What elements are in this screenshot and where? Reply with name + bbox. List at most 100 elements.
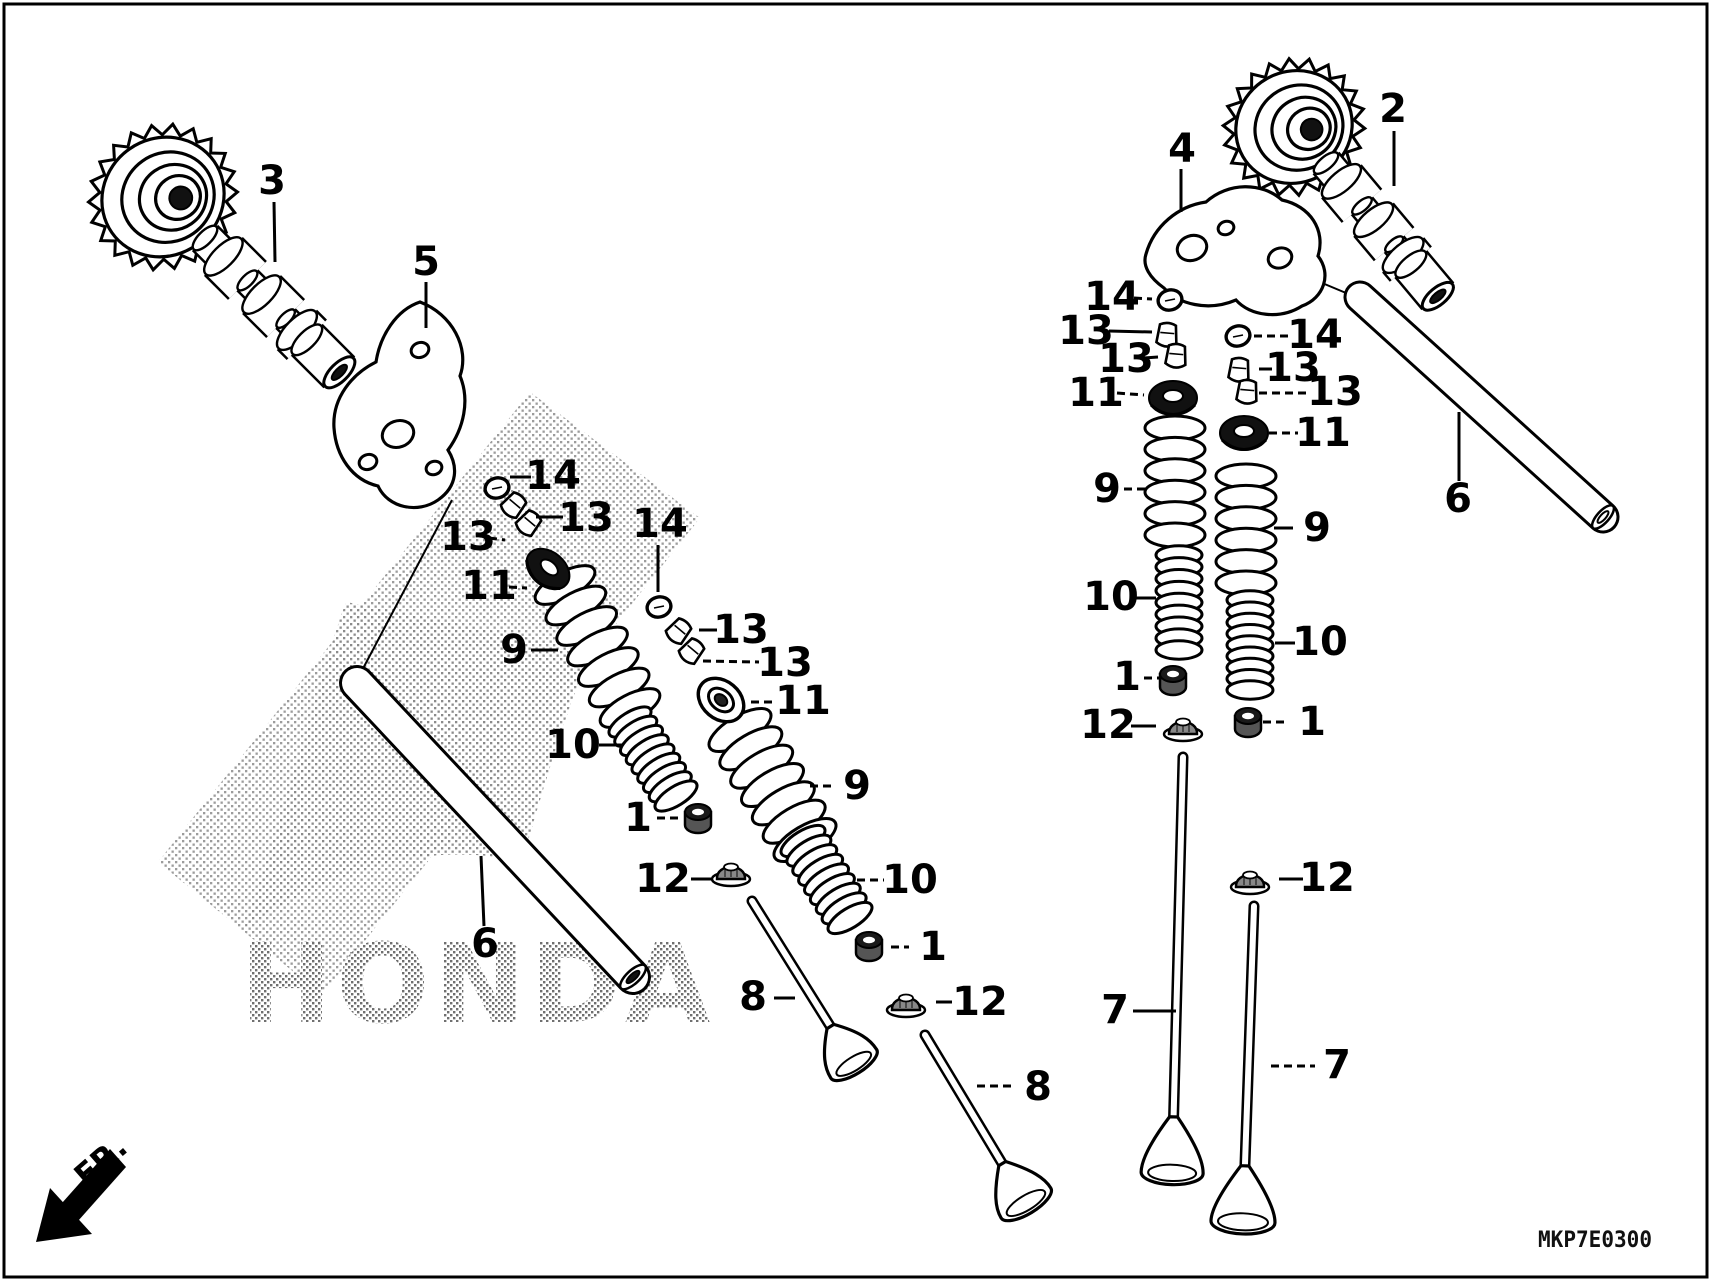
callout-number: 1 [1298,699,1326,745]
part-callout-5: 5 [412,239,440,328]
part-shape [723,862,739,872]
part-shape [1352,201,1395,239]
part-shape [241,274,282,315]
callout-number: 9 [1093,466,1121,512]
spring-retainer-ring [696,676,746,724]
callout-leader-line [479,855,486,927]
callout-number: 7 [1101,987,1129,1033]
part-shape [509,498,521,509]
parts-layer [86,56,1620,1236]
part-callout-14: 14 [510,453,581,499]
part-shape [380,419,416,449]
part-shape [1164,342,1187,369]
part-shape [822,1022,879,1083]
part-shape [514,509,543,538]
part-shape [168,185,194,211]
callout-number: 10 [1292,619,1348,665]
part-callout-12: 12 [635,856,711,902]
part-shape [664,617,693,646]
callout-number: 14 [1084,274,1140,320]
spring-retainer [525,547,571,591]
part-shape [409,340,431,360]
part-callout-14: 14 [1254,312,1343,358]
valve-spring-outer [533,564,662,729]
part-shape [236,269,259,292]
callout-number: 14 [1287,312,1343,358]
callout-leader-line [272,201,277,263]
callout-number: 3 [258,158,286,204]
part-shape [1351,196,1373,216]
part-callout-10: 10 [1083,574,1156,620]
valve-spring-inner [779,823,874,936]
callout-leader-line [1143,355,1159,360]
part-shape [713,693,729,707]
valve-lifter [854,931,884,963]
callout-number: 11 [1068,370,1124,416]
part-shape [499,491,528,520]
part-shape [1154,639,1204,661]
callout-leader-line [488,536,506,542]
part-shape [424,459,444,477]
rocker-shaft [1343,280,1620,534]
part-callout-3: 3 [258,158,286,263]
callout-number: 2 [1379,86,1407,132]
part-callout-12: 12 [936,979,1008,1025]
part-shape [1225,679,1275,701]
part-callout-13: 13 [536,495,614,541]
part-shape [290,323,324,357]
part-shape [1150,403,1196,416]
part-callout-11: 11 [1068,370,1145,416]
callout-number: 8 [739,974,767,1020]
part-shape [1164,298,1176,302]
part-shape [1429,288,1447,305]
callout-number: 4 [1168,126,1196,172]
camshaft-body [1312,151,1455,312]
part-callout-9: 9 [810,763,871,809]
part-shape [674,624,686,635]
valve-cotter [677,637,706,666]
valve-stem-seal [1162,717,1204,743]
part-callout-1: 1 [624,795,679,841]
part-callout-11: 11 [461,563,528,609]
part-shape [1596,510,1610,524]
part-shape [1232,366,1247,370]
callout-number: 10 [882,857,938,903]
part-shape [1209,1164,1277,1236]
part-callout-1: 1 [891,924,947,970]
callout-number: 12 [635,856,691,902]
part-shape [1242,712,1254,720]
part-callout-8: 8 [739,974,795,1020]
valve-spring-inner [607,705,699,813]
part-shape [1221,438,1267,451]
callout-number: 13 [1265,345,1321,391]
part-shape [826,900,874,936]
intake-valve [1209,900,1277,1236]
callout-number: 13 [440,514,496,560]
part-shape [1320,162,1363,200]
part-shape [1162,389,1184,403]
intake-valve [1139,751,1205,1187]
part-callout-2: 2 [1379,86,1407,186]
part-callout-12: 12 [1279,855,1355,901]
part-shape [1232,334,1244,338]
part-shape [749,898,835,1032]
callout-number: 1 [919,924,947,970]
part-callout-10: 10 [545,722,623,768]
callout-number: 12 [1299,855,1355,901]
part-shape [330,363,348,381]
part-shape [1235,378,1258,405]
part-shape [687,644,699,655]
callout-number: 14 [632,501,688,547]
exhaust-valve [746,895,879,1083]
fr-arrow-shaft-icon [62,1149,126,1221]
callout-number: 5 [412,239,440,285]
callout-number: 11 [775,678,831,724]
part-callout-7: 7 [1271,1042,1351,1088]
callout-number: 9 [843,763,871,809]
spring-seat-washer [1224,324,1252,348]
part-shape [1346,283,1617,531]
part-callout-13: 13 [699,607,769,653]
